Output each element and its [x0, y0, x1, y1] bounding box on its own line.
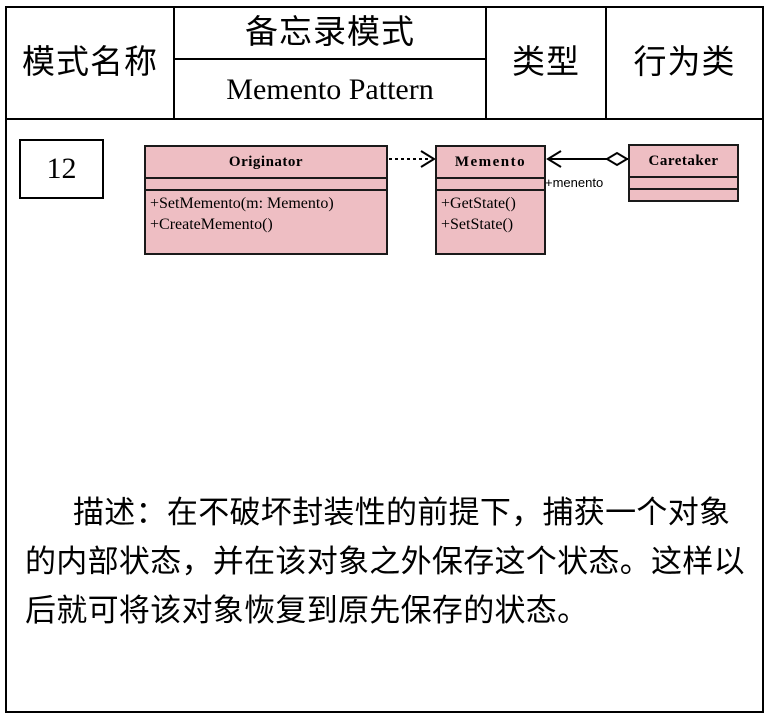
- uml-class-caretaker-name: Caretaker: [648, 152, 719, 169]
- uml-operation: +CreateMemento(): [150, 216, 273, 234]
- pattern-name-zh: 备忘录模式: [245, 14, 415, 51]
- pattern-name-label: 模式名称: [22, 44, 158, 81]
- header-cell-type-value: 行为类: [607, 8, 762, 118]
- table-header-row: 模式名称 备忘录模式 Memento Pattern 类型 行为类: [7, 8, 762, 120]
- pattern-table: 模式名称 备忘录模式 Memento Pattern 类型 行为类 12: [5, 6, 764, 713]
- uml-class-memento-operations: +GetState() +SetState(): [437, 189, 544, 253]
- uml-operation: +SetState(): [441, 216, 514, 234]
- table-body-row: 12 +menento: [7, 120, 762, 711]
- header-cell-type-label: 类型: [487, 8, 607, 118]
- uml-diagram: +menento Originator +SetMemento(m: Memen…: [7, 120, 762, 450]
- pattern-name-en: Memento Pattern: [226, 72, 434, 106]
- uml-class-originator-operations: +SetMemento(m: Memento) +CreateMemento(): [146, 189, 386, 253]
- uml-class-memento: Memento +GetState() +SetState(): [435, 145, 546, 255]
- relation-aggregation-caretaker-memento: [546, 150, 629, 168]
- pattern-name-en-cell: Memento Pattern: [175, 60, 485, 118]
- header-cell-pattern-names: 备忘录模式 Memento Pattern: [175, 8, 487, 118]
- relation-label-menento: +menento: [545, 175, 604, 190]
- header-cell-pattern-name-label: 模式名称: [7, 8, 175, 118]
- pattern-description: 描述：在不破坏封装性的前提下，捕获一个对象的内部状态，并在该对象之外保存这个状态…: [25, 495, 745, 628]
- uml-class-originator-name: Originator: [228, 153, 304, 170]
- type-label: 类型: [512, 44, 580, 81]
- uml-class-caretaker-operations: [630, 188, 737, 200]
- uml-class-caretaker-attributes: [630, 176, 737, 188]
- uml-class-caretaker: Caretaker: [628, 144, 739, 202]
- uml-class-originator: Originator +SetMemento(m: Memento) +Crea…: [144, 145, 388, 255]
- uml-operation: +SetMemento(m: Memento): [150, 195, 334, 212]
- type-value: 行为类: [633, 44, 736, 81]
- uml-class-originator-attributes: [146, 177, 386, 189]
- row-index-value: 12: [46, 152, 77, 185]
- uml-operation: +GetState(): [441, 195, 516, 212]
- pattern-name-zh-cell: 备忘录模式: [175, 8, 485, 60]
- uml-relations-layer: [389, 150, 629, 168]
- row-index-badge: 12: [19, 139, 104, 199]
- relation-dependency-originator-memento: [389, 150, 436, 168]
- uml-class-memento-name: Memento: [454, 153, 527, 170]
- uml-class-memento-attributes: [437, 177, 544, 189]
